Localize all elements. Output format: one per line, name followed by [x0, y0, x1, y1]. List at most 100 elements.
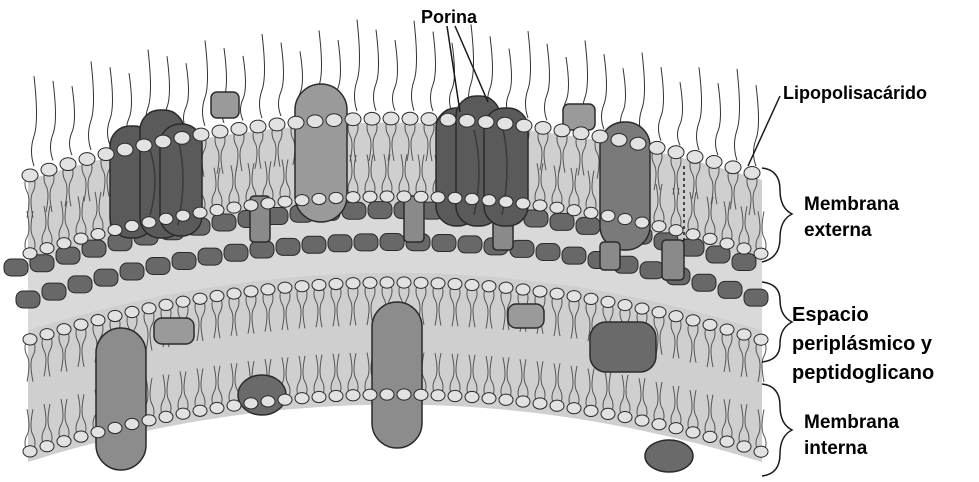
- phospholipid-head: [669, 311, 683, 322]
- phospholipid-head: [611, 134, 627, 147]
- phospholipid-head: [159, 213, 173, 224]
- phospholipid-head: [261, 396, 275, 407]
- phospholipid-head: [478, 116, 494, 129]
- inner-membrane-protein: [96, 328, 146, 470]
- phospholipid-head: [288, 116, 304, 129]
- porina-pointer-line: [455, 26, 488, 102]
- phospholipid-head: [346, 278, 360, 289]
- peptidoglycan-segment: [250, 241, 274, 258]
- phospholipid-head: [754, 446, 768, 457]
- phospholipid-head: [516, 396, 530, 407]
- phospholipid-head: [312, 193, 326, 204]
- lipoprotein: [404, 196, 424, 242]
- phospholipid-head: [652, 307, 666, 318]
- phospholipid-head: [155, 135, 171, 148]
- phospholipid-head: [414, 389, 428, 400]
- phospholipid-head: [193, 128, 209, 141]
- lps-chain: [507, 49, 512, 117]
- phospholipid-head: [465, 279, 479, 290]
- phospholipid-head: [499, 196, 513, 207]
- phospholipid-head: [554, 124, 570, 137]
- phospholipid-head: [329, 192, 343, 203]
- phospholipid-head: [174, 131, 190, 144]
- phospholipid-head: [397, 191, 411, 202]
- phospholipid-head: [686, 229, 700, 240]
- phospholipid-head: [380, 277, 394, 288]
- peptidoglycan-segment: [198, 248, 222, 265]
- peptidoglycan-segment: [328, 235, 352, 252]
- membrana-interna-brace: [762, 384, 792, 476]
- phospholipid-head: [618, 213, 632, 224]
- peptidoglycan-segment: [458, 236, 482, 253]
- phospholipid-head: [142, 303, 156, 314]
- lps-chain: [184, 63, 189, 129]
- phospholipid-head: [567, 205, 581, 216]
- phospholipid-head: [125, 220, 139, 231]
- phospholipid-head: [397, 389, 411, 400]
- phospholipid-head: [737, 329, 751, 340]
- peptidoglycan-segment: [536, 243, 560, 260]
- phospholipid-head: [346, 192, 360, 203]
- phospholipid-head: [278, 282, 292, 293]
- peptidoglycan-segment: [94, 269, 118, 286]
- phospholipid-head: [649, 141, 665, 154]
- phospholipid-head: [57, 324, 71, 335]
- phospholipid-head: [584, 293, 598, 304]
- espacio-line-1: Espacio: [792, 301, 934, 330]
- phospholipid-head: [227, 202, 241, 213]
- peptidoglycan-segment: [562, 247, 586, 264]
- inner-membrane-protein: [154, 318, 194, 344]
- phospholipid-head: [499, 394, 513, 405]
- phospholipid-head: [703, 431, 717, 442]
- phospholipid-head: [635, 303, 649, 314]
- phospholipid-head: [414, 191, 428, 202]
- phospholipid-head: [601, 408, 615, 419]
- membrana-externa-line-1: Membrana: [804, 192, 899, 218]
- phospholipid-head: [312, 391, 326, 402]
- phospholipid-head: [295, 281, 309, 292]
- porina-pointer-line: [447, 26, 460, 112]
- lps-chain: [51, 81, 56, 161]
- phospholipid-head: [210, 402, 224, 413]
- phospholipid-head: [573, 127, 589, 140]
- lps-chain: [602, 54, 607, 129]
- porina-label: Porina: [421, 4, 477, 30]
- phospholipid-head: [380, 389, 394, 400]
- lipopolisacarido-label: Lipopolisacárido: [783, 80, 927, 106]
- lps-chain: [374, 30, 379, 111]
- lipoprotein: [600, 242, 620, 270]
- phospholipid-head: [57, 436, 71, 447]
- phospholipid-head: [431, 192, 445, 203]
- peptidoglycan-segment: [368, 202, 392, 219]
- lps-chain: [70, 86, 75, 155]
- lps-chain: [697, 67, 702, 150]
- phospholipid-head: [57, 238, 71, 249]
- peptidoglycan-segment: [120, 263, 144, 280]
- phospholipid-head: [720, 324, 734, 335]
- phospholipid-head: [516, 284, 530, 295]
- phospholipid-head: [40, 329, 54, 340]
- phospholipid-head: [720, 436, 734, 447]
- phospholipid-head: [448, 390, 462, 401]
- peptidoglycan-segment: [380, 234, 404, 251]
- lps-chain: [412, 21, 417, 111]
- phospholipid-head: [703, 319, 717, 330]
- phospholipid-head: [250, 120, 266, 133]
- lipopolisacarido-text: Lipopolisacárido: [783, 80, 927, 106]
- phospholipid-head: [584, 207, 598, 218]
- peptidoglycan-segment: [4, 259, 28, 276]
- phospholipid-head: [601, 296, 615, 307]
- phospholipid-head: [98, 148, 114, 161]
- phospholipid-head: [397, 277, 411, 288]
- phospholipid-head: [41, 163, 57, 176]
- phospholipid-head: [421, 113, 437, 126]
- phospholipid-head: [108, 422, 122, 433]
- phospholipid-head: [482, 281, 496, 292]
- phospholipid-head: [414, 277, 428, 288]
- membrana-interna-label: Membrana interna: [804, 410, 899, 462]
- phospholipid-head: [244, 200, 258, 211]
- lps-chain: [32, 76, 37, 166]
- lipid-tail: [762, 409, 766, 451]
- phospholipid-head: [601, 210, 615, 221]
- phospholipid-head: [737, 243, 751, 254]
